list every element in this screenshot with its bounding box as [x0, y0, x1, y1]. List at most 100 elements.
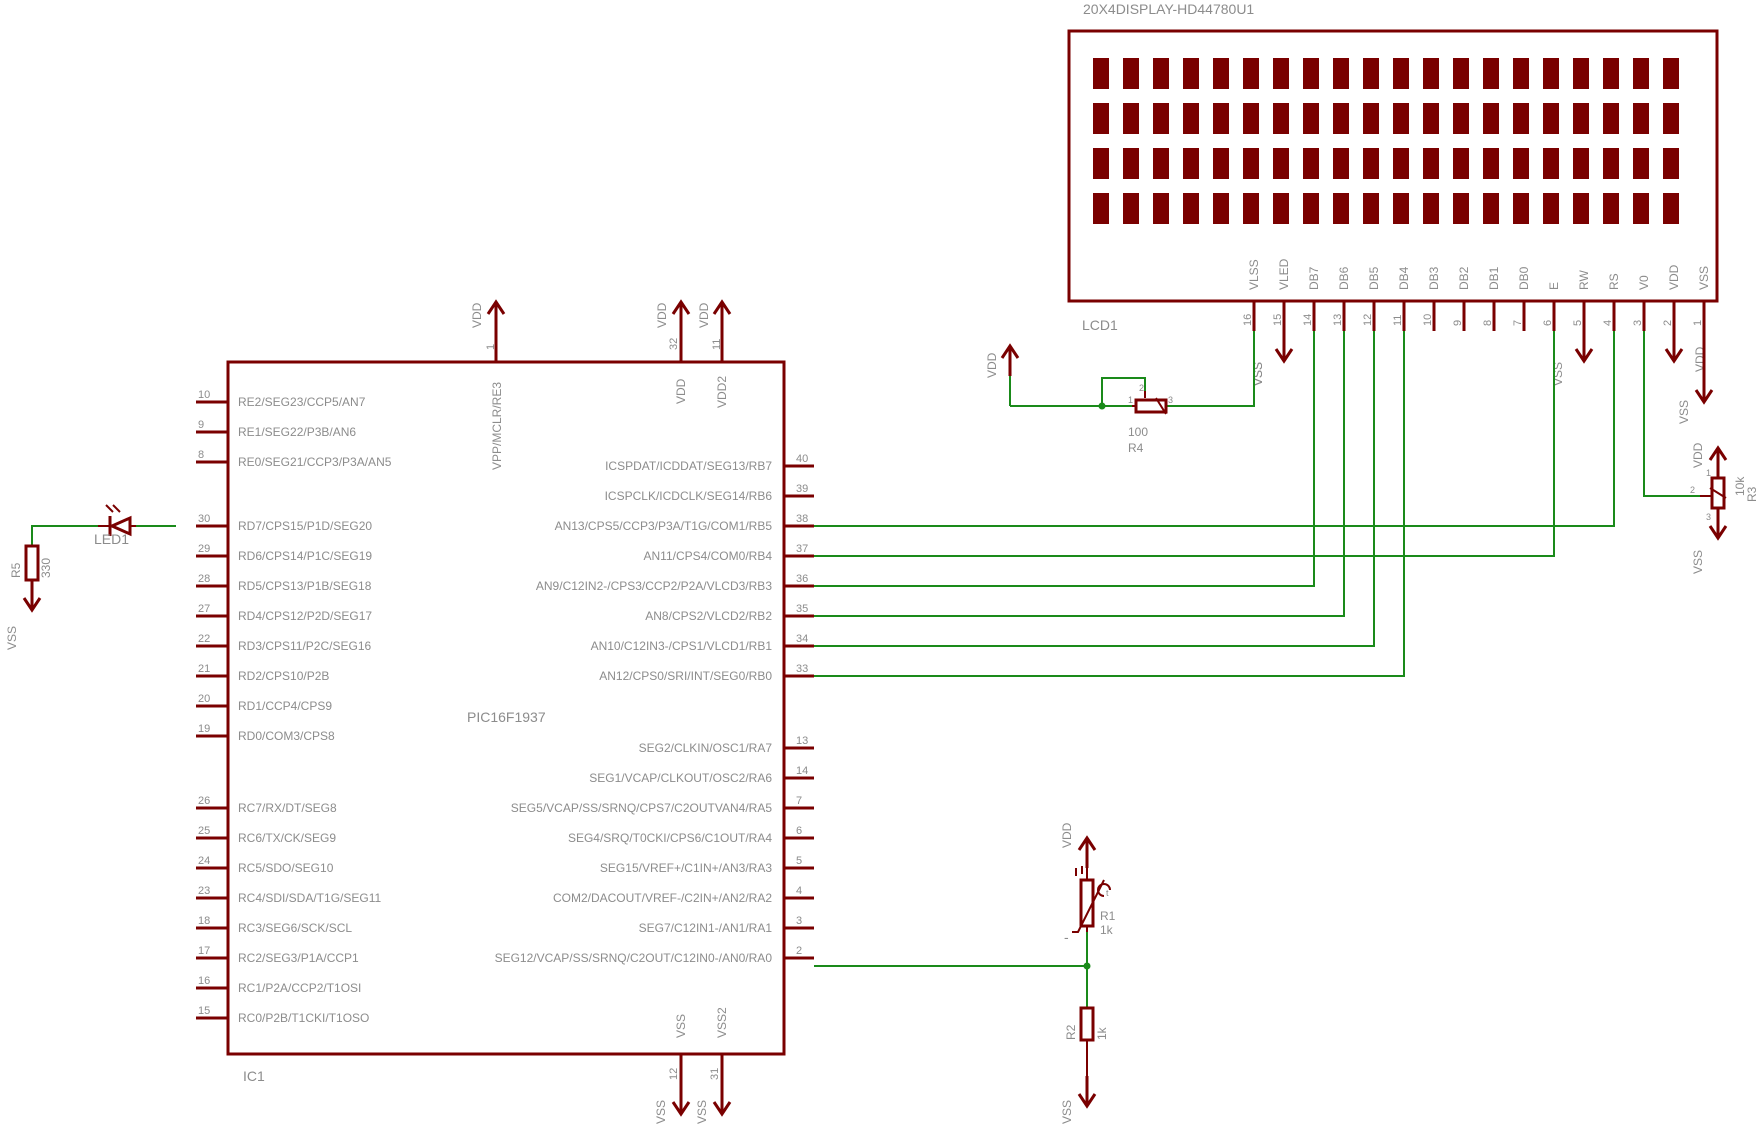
lcd1-char-cell — [1093, 103, 1109, 134]
pin-number: 26 — [198, 795, 210, 807]
lcd1-char-cell — [1183, 103, 1199, 134]
pin-number: 15 — [198, 1005, 210, 1017]
vss-label: VSS — [1060, 1100, 1074, 1124]
ic1-pin-31: VSS2 31 VSS — [695, 1007, 732, 1124]
lcd1-char-cell — [1423, 103, 1439, 134]
pin-label: RD1/CCP4/CPS9 — [238, 699, 332, 713]
vss-label: VSS — [654, 1100, 668, 1124]
wire-rb3-db7 — [814, 331, 1315, 587]
ic1-body — [226, 360, 786, 1056]
wires — [31, 331, 1700, 1008]
r3-pin1: 1 — [1706, 468, 1711, 478]
pin-label: RC2/SEG3/P1A/CCP1 — [238, 951, 359, 965]
pin-label: SEG15/VREF+/C1IN+/AN3/RA3 — [600, 861, 772, 875]
lcd1-char-cell — [1423, 148, 1439, 179]
pin-label: RC1/P2A/CCP2/T1OSI — [238, 981, 361, 995]
pin-label: E — [1547, 282, 1561, 290]
r2-name: R2 — [1064, 1024, 1078, 1040]
lcd1-char-cell — [1213, 58, 1229, 89]
lcd1-char-cell — [1453, 193, 1469, 224]
pin-number: 34 — [796, 633, 808, 645]
pin-number: 10 — [1422, 314, 1434, 326]
lcd1-char-cell — [1183, 58, 1199, 89]
led1: LED1 — [94, 504, 136, 547]
lcd1-value: 20X4DISPLAY-HD44780U1 — [1083, 1, 1254, 17]
lcd1-char-cell — [1453, 103, 1469, 134]
pin-label: RC6/TX/CK/SEG9 — [238, 831, 336, 845]
lcd1-char-cell — [1543, 58, 1559, 89]
lcd1-char-cell — [1663, 193, 1679, 224]
r4-value: 100 — [1128, 425, 1148, 439]
pin-number: 18 — [198, 915, 210, 927]
lcd1-char-cell — [1213, 193, 1229, 224]
pin-label: VSS — [674, 1014, 688, 1038]
pin-number: 28 — [198, 573, 210, 585]
pin-number: 11 — [1392, 315, 1404, 326]
lcd1-char-cell — [1093, 148, 1109, 179]
lcd1-char-cell — [1423, 193, 1439, 224]
ic1-pin-11: VDD 11 VDD2 — [697, 300, 732, 408]
vdd-label: VDD — [470, 302, 484, 328]
pin-label: DB5 — [1367, 266, 1381, 290]
lcd1-char-cell — [1243, 103, 1259, 134]
pin-number: 25 — [198, 825, 210, 837]
lcd1-char-cell — [1273, 148, 1289, 179]
pin-number: 1 — [1692, 320, 1704, 326]
wire-rb5-rs — [814, 331, 1615, 527]
lcd1-pin-4: RS4 — [1602, 273, 1621, 331]
pin-label: DB2 — [1457, 266, 1471, 290]
lcd1-char-cell — [1603, 148, 1619, 179]
led1-ray-2 — [112, 504, 121, 513]
lcd1-char-cell — [1633, 148, 1649, 179]
lcd1-pins: VLSS16VLED15DB714DB613DB512DB411DB310DB2… — [1242, 258, 1714, 424]
pin-label: SEG1/VCAP/CLKOUT/OSC2/RA6 — [589, 771, 772, 785]
junction-divider — [1083, 962, 1091, 970]
lcd1-char-cell — [1153, 148, 1169, 179]
pin-number: 38 — [796, 513, 808, 525]
pin-number: 8 — [1482, 320, 1494, 326]
pin-label: SEG12/VCAP/SS/SRNQ/C2OUT/C12IN0-/AN0/RA0 — [495, 951, 773, 965]
pin-number: 9 — [198, 419, 204, 431]
pin-label: RE2/SEG23/CCP5/AN7 — [238, 395, 366, 409]
pin-number: 14 — [1302, 314, 1314, 326]
vss-label: VSS — [695, 1100, 709, 1124]
lcd1-char-cell — [1333, 103, 1349, 134]
pin-number: 2 — [796, 945, 802, 957]
pin-label: VDD — [674, 378, 688, 404]
pin-label: DB3 — [1427, 266, 1441, 290]
pin-label: RD3/CPS11/P2C/SEG16 — [238, 639, 371, 653]
pin-number: 24 — [198, 855, 210, 867]
pin-label: RE1/SEG22/P3B/AN6 — [238, 425, 356, 439]
lcd1-char-cell — [1543, 193, 1559, 224]
pin-number: 5 — [796, 855, 802, 867]
wire-rb4-e — [814, 331, 1555, 557]
lcd1-char-cell — [1483, 58, 1499, 89]
lcd1-char-cell — [1393, 193, 1409, 224]
lcd1-char-cell — [1483, 103, 1499, 134]
wire-led-r5 — [31, 525, 98, 546]
lcd1-char-cell — [1603, 58, 1619, 89]
pin-number: 22 — [198, 633, 210, 645]
lcd1-char-cell — [1123, 148, 1139, 179]
lcd1-char-cell — [1183, 193, 1199, 224]
pin-number: 36 — [796, 573, 808, 585]
ic1-right-pins: 40ICSPDAT/ICDDAT/SEG13/RB739ICSPCLK/ICDC… — [495, 453, 814, 965]
r4-pin3: 3 — [1168, 395, 1173, 405]
lcd1-char-cell — [1123, 58, 1139, 89]
